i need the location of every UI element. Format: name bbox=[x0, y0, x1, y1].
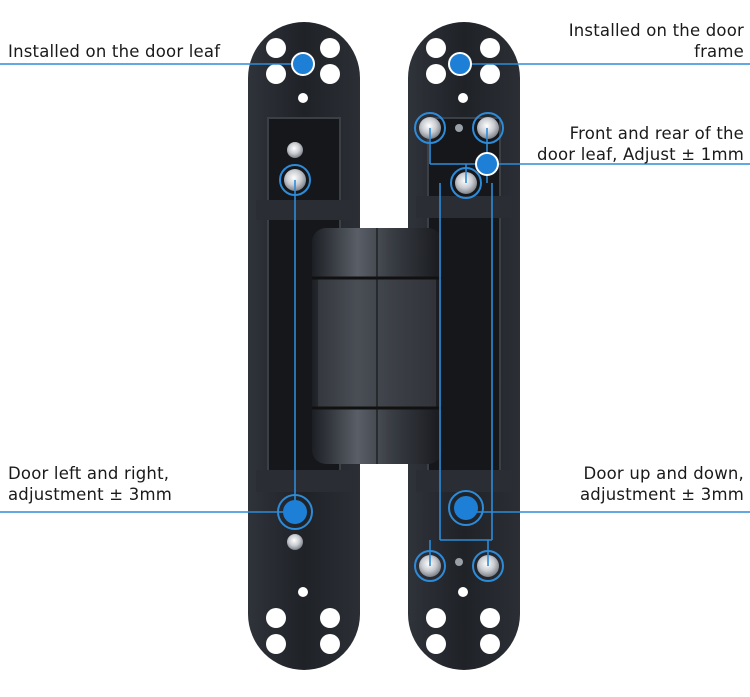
label-front-rear: Front and rear of the door leaf, Adjust … bbox=[537, 123, 744, 165]
callout-lines bbox=[0, 63, 750, 566]
label-door-leaf: Installed on the door leaf bbox=[8, 41, 220, 62]
label-door-frame-line2: frame bbox=[694, 42, 744, 61]
label-up-down: Door up and down, adjustment ± 3mm bbox=[580, 463, 744, 505]
label-door-leaf-text: Installed on the door leaf bbox=[8, 42, 221, 61]
label-door-frame-line1: Installed on the door bbox=[568, 21, 744, 40]
callout-rings bbox=[277, 112, 504, 582]
label-up-down-line2: adjustment ± 3mm bbox=[579, 485, 744, 504]
label-left-right-line2: adjustment ± 3mm bbox=[8, 485, 173, 504]
hinge-knuckle bbox=[312, 228, 442, 464]
label-front-rear-line1: Front and rear of the bbox=[569, 124, 744, 143]
label-left-right-line1: Door left and right, bbox=[8, 464, 170, 483]
label-front-rear-line2: door leaf, Adjust ± 1mm bbox=[537, 145, 744, 164]
label-door-frame: Installed on the door frame bbox=[569, 20, 744, 62]
callout-dots bbox=[283, 52, 499, 524]
label-left-right: Door left and right, adjustment ± 3mm bbox=[8, 463, 172, 505]
label-up-down-line1: Door up and down, bbox=[583, 464, 744, 483]
